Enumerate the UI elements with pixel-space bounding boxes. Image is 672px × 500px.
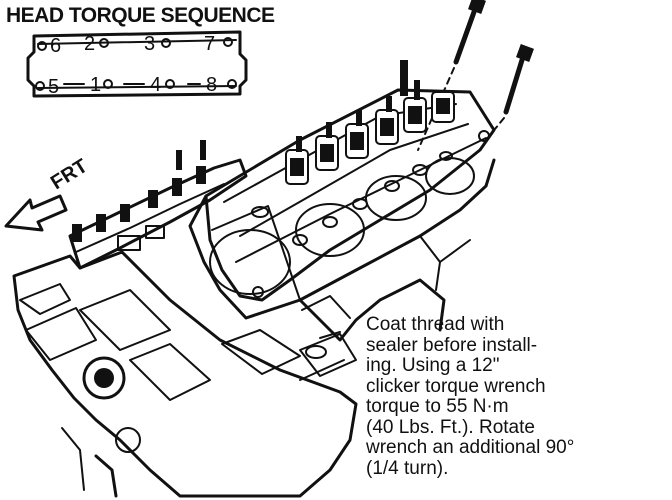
bolt-hole — [227, 79, 237, 89]
torque-sequence-inset: HEAD TORQUE SEQUENCE 6 2 3 7 5 1 4 8 — [6, 4, 275, 98]
sequence-number: 8 — [206, 74, 217, 96]
bolt-hole — [161, 38, 171, 48]
sequence-number: 4 — [150, 74, 161, 96]
cylinder-bore — [425, 157, 475, 195]
cylinder-bore — [295, 203, 365, 257]
cylinder-bore — [365, 175, 427, 221]
sequence-number: 2 — [84, 33, 95, 55]
sequence-number: 3 — [144, 33, 155, 55]
note-line: (1/4 turn). — [366, 457, 449, 479]
note-line: sealer before install- — [366, 334, 538, 356]
sequence-number: 6 — [50, 35, 61, 57]
bolt-hole — [37, 41, 47, 51]
head-inner-edge — [37, 39, 237, 89]
head-bolt-right — [485, 44, 534, 141]
note-line: wrench an additional 90° — [366, 437, 575, 458]
note-line: clicker torque wrench — [366, 375, 546, 397]
sequence-number: 5 — [48, 76, 59, 98]
bolt-hole — [223, 37, 233, 47]
installation-note: Coat thread with sealer before install- … — [366, 314, 666, 479]
front-arrow-icon — [4, 194, 68, 232]
note-line: torque to 55 N·m — [366, 396, 509, 417]
bolt-hole — [99, 38, 109, 48]
bolt-hole — [35, 81, 45, 91]
cylinder-head-outline — [26, 30, 248, 98]
cylinder-bore — [209, 229, 291, 295]
engine-block — [12, 235, 471, 498]
timing-cover-opening — [82, 356, 126, 400]
front-direction-indicator: FRT — [4, 155, 92, 232]
note-line: ing. Using a 12" — [366, 355, 500, 376]
note-line: Coat thread with — [366, 314, 505, 335]
left-cylinder-head — [68, 140, 248, 270]
inset-title: HEAD TORQUE SEQUENCE — [6, 4, 275, 27]
note-line: (40 Lbs. Ft.). Rotate — [366, 416, 535, 438]
bolt-hole — [103, 79, 113, 89]
sequence-number: 7 — [204, 33, 215, 55]
crank-nose — [94, 454, 118, 498]
bolt-hole — [165, 79, 175, 89]
sequence-number: 1 — [90, 74, 101, 96]
front-label: FRT — [47, 155, 92, 194]
head-bolt-left — [417, 0, 486, 151]
cylinder-head — [204, 60, 496, 302]
